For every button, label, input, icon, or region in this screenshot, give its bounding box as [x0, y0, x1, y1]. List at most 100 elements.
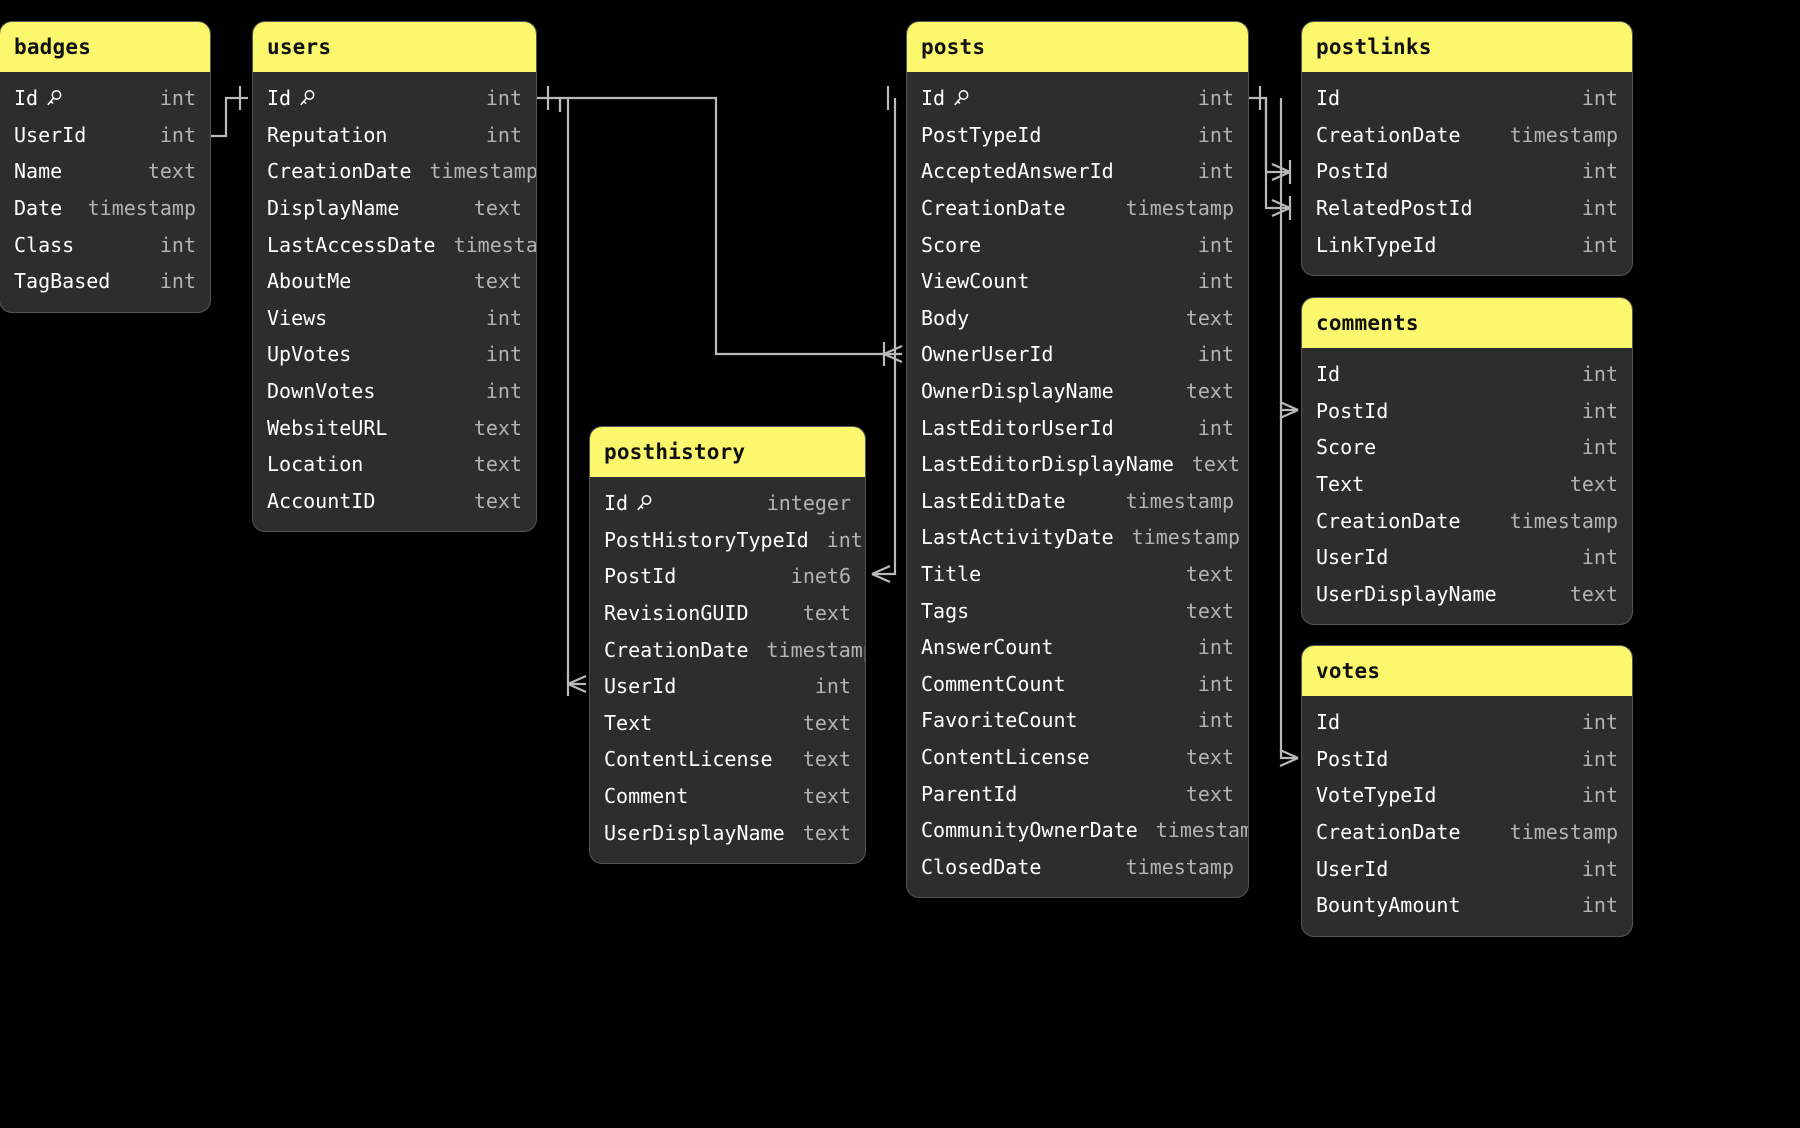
table-title-users[interactable]: users: [253, 22, 536, 72]
field-type: int: [1197, 232, 1234, 257]
field-row[interactable]: CommunityOwnerDatetimestamp: [907, 812, 1248, 849]
table-title-badges[interactable]: badges: [0, 22, 210, 72]
field-name-label: OwnerDisplayName: [921, 379, 1114, 404]
field-row[interactable]: OwnerDisplayName text: [907, 373, 1248, 410]
field-row[interactable]: LastAccessDatetimestamp: [253, 226, 536, 263]
table-title-postlinks[interactable]: postlinks: [1302, 22, 1632, 72]
table-title-comments[interactable]: comments: [1302, 298, 1632, 348]
table-title-posts[interactable]: posts: [907, 22, 1248, 72]
field-type: int: [485, 305, 522, 330]
field-name: Name: [14, 159, 62, 183]
field-type: int: [814, 674, 851, 699]
field-name: PostTypeId: [921, 123, 1041, 147]
field-name: CreationDate: [267, 159, 412, 183]
table-title-votes[interactable]: votes: [1302, 646, 1632, 696]
field-name: VoteTypeId: [1316, 783, 1436, 807]
field-type: int: [159, 232, 196, 257]
field-type: text: [1185, 379, 1234, 404]
field-name-label: ParentId: [921, 781, 1018, 806]
field-name-label: Date: [14, 196, 63, 221]
field-type: text: [1191, 452, 1241, 477]
connector-badges-userid-to-users-id: [210, 86, 248, 138]
table-title-posthistory[interactable]: posthistory: [590, 427, 865, 477]
key-icon: [45, 89, 63, 107]
field-name: Location: [267, 452, 363, 476]
field-name-label: OwnerUserId: [921, 342, 1054, 367]
field-type: int: [485, 86, 522, 111]
